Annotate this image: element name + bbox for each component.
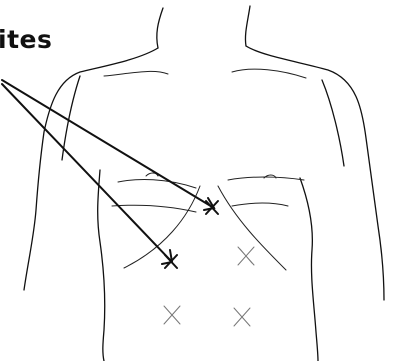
right-clavicle-line (232, 69, 306, 78)
grey-x-mark-right-upper (238, 247, 254, 265)
neck-left-line (157, 8, 163, 48)
right-arm-inner-line (322, 80, 344, 166)
right-rib-line (218, 186, 286, 270)
grey-x-mark-left-lower (164, 306, 180, 324)
pointer-line-upper (2, 80, 214, 208)
torso-right-side (300, 178, 318, 361)
right-lower-chest-line (232, 203, 288, 206)
grey-x-mark-right-lower (234, 308, 250, 326)
torso-left-side (98, 170, 105, 361)
pointer-line-lower (2, 84, 172, 262)
right-shoulder-line (246, 46, 384, 300)
left-pectoral-line (118, 180, 196, 188)
left-clavicle-line (104, 71, 168, 76)
right-pectoral-line (228, 177, 304, 180)
left-shoulder-line (24, 48, 158, 290)
neck-right-line (245, 6, 250, 46)
left-rib-line (124, 186, 200, 268)
